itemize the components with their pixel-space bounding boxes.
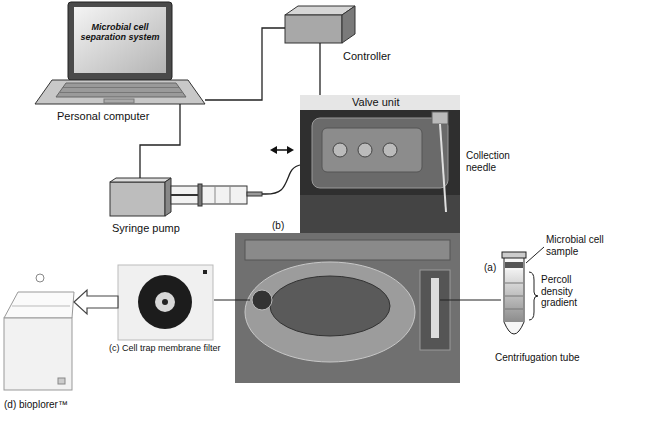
- part-name: Centrifugation tube: [495, 352, 580, 364]
- filter-holder: [252, 290, 272, 310]
- part-label: Microbial cell sample: [546, 234, 630, 257]
- laptop-screen: [74, 7, 166, 73]
- device-stage: [245, 262, 415, 362]
- filter-ground: [118, 265, 213, 340]
- centrifugation-tube-illustration: [502, 252, 538, 334]
- leader-line: [526, 247, 544, 263]
- keyboard-row: [59, 92, 183, 93]
- callout-letter: (b): [272, 220, 284, 232]
- controller-side: [342, 6, 355, 43]
- filter-disk: [138, 275, 192, 329]
- logo-mark: [36, 274, 44, 282]
- photo-band: [300, 95, 460, 110]
- laptop-bezel: [68, 2, 172, 80]
- cable-line: [319, 43, 320, 95]
- motion-arrow-head: [287, 146, 294, 154]
- syringe-tip: [247, 192, 262, 196]
- laptop-illustration: [35, 2, 205, 104]
- photo-lower-area: [300, 195, 460, 233]
- collection-needle: [440, 124, 446, 212]
- motion-arrow-head: [270, 146, 277, 154]
- valve-housing: [312, 118, 448, 188]
- part-label: Percoll density gradient: [541, 274, 597, 309]
- valve-unit-node: Valve unit: [300, 95, 460, 233]
- part-name: Personal computer: [57, 110, 149, 123]
- motion-arrow: [270, 146, 294, 154]
- device-rail: [245, 240, 450, 260]
- photo-ground: [300, 95, 460, 233]
- cable-line: [262, 165, 300, 194]
- valve-port: [358, 143, 372, 157]
- leader-line: [440, 300, 501, 301]
- pump-side: [165, 178, 171, 216]
- lid-line: [12, 306, 70, 307]
- cable-line: [205, 28, 285, 100]
- gradient-bracket: [529, 272, 538, 320]
- part-name: (c) Cell trap membrane filter: [108, 343, 222, 353]
- gradient-step: [505, 296, 523, 297]
- membrane-filter-photo: [118, 265, 213, 340]
- part-name: Valve unit: [352, 96, 400, 109]
- tube-rim: [502, 252, 526, 258]
- syringe-pump-illustration: [110, 178, 262, 216]
- filter-center: [162, 299, 168, 305]
- computer-node: Microbial cell separation systemPersonal…: [35, 2, 205, 104]
- membrane-filter-node: (c) Cell trap membrane filter: [118, 265, 213, 340]
- device-well: [270, 276, 390, 336]
- device-top: [4, 292, 74, 318]
- gradient-layer: [505, 270, 523, 322]
- laptop-keyboard: [56, 83, 186, 97]
- device-photo: [235, 233, 460, 383]
- valve-port: [333, 143, 347, 157]
- part-label: Collection needle: [466, 150, 528, 173]
- gradient-step: [505, 309, 523, 310]
- bioplorer-illustration: [4, 274, 74, 390]
- pump-body: [110, 182, 165, 216]
- keyboard-row: [62, 87, 180, 88]
- gradient-step: [505, 283, 523, 284]
- sample-layer: [505, 262, 523, 268]
- bioplorer-node: (d) bioplorer™: [4, 268, 74, 395]
- filter-ring: [155, 292, 175, 312]
- valve-unit-photo: [300, 95, 460, 233]
- pump-top: [110, 178, 171, 182]
- needle-holder: [432, 112, 448, 124]
- screen-text: Microbial cell separation system: [78, 22, 162, 43]
- laptop-touchpad: [104, 99, 134, 103]
- controller-illustration: [285, 6, 355, 43]
- barrel-mark: [230, 186, 231, 204]
- syringe-barrel: [171, 186, 247, 204]
- part-name: Syringe pump: [112, 222, 180, 235]
- controller-front: [285, 15, 342, 43]
- centrifugation-tube-node: Centrifugation tube: [503, 254, 525, 340]
- leader-line: [214, 300, 250, 301]
- controller-node: Controller: [285, 6, 355, 43]
- barrel-mark: [215, 186, 216, 204]
- plunger-head: [198, 184, 202, 206]
- device-button: [58, 378, 65, 384]
- syringe-plunger: [171, 194, 198, 196]
- part-name: Controller: [343, 50, 391, 63]
- syringe-pump-node: Syringe pump: [110, 178, 262, 216]
- device-front: [4, 318, 72, 390]
- photo-ground: [235, 233, 460, 383]
- valve-port: [383, 143, 397, 157]
- laptop-base: [35, 80, 205, 104]
- part-name: (d) bioplorer™: [4, 399, 68, 411]
- tube-holder: [420, 270, 450, 350]
- tube-body: [504, 256, 524, 334]
- valve-block: [322, 128, 422, 172]
- filter-mark: [203, 270, 207, 274]
- callout-letter: (a): [484, 262, 496, 274]
- held-tube: [431, 278, 439, 338]
- block-arrow: [74, 290, 118, 314]
